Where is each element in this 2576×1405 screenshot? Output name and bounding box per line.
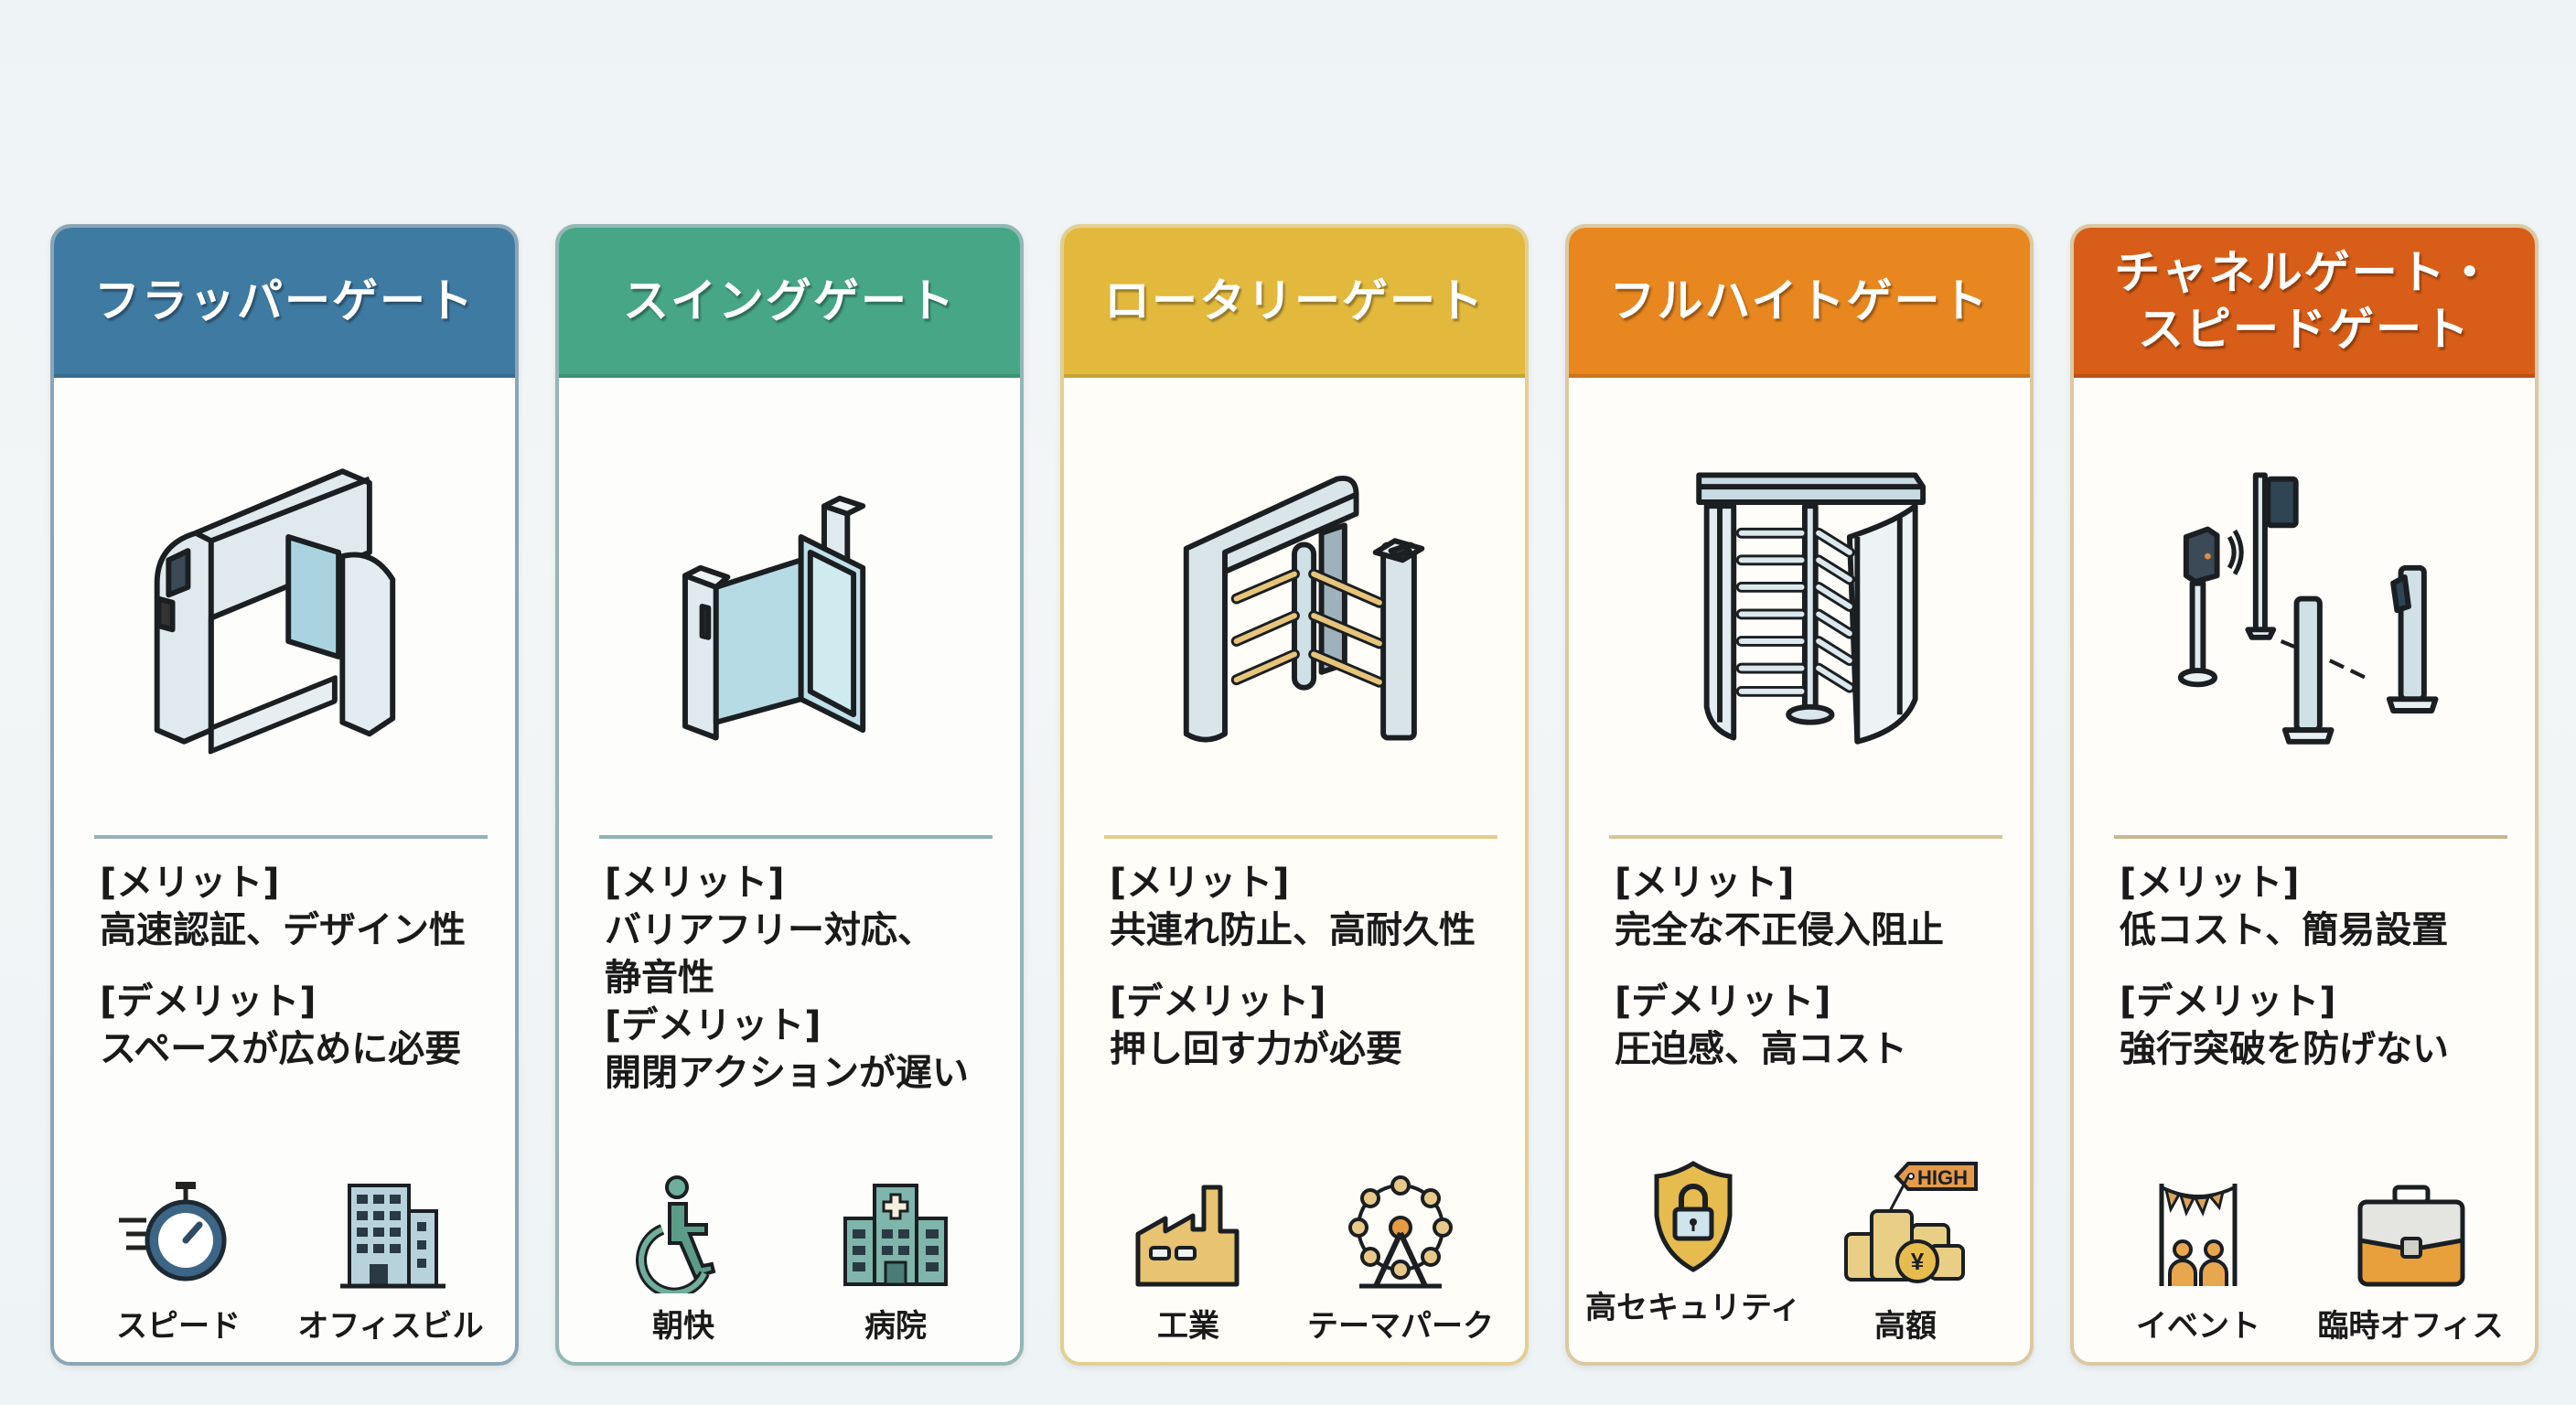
use-case-industrial: 工業 [1088,1174,1289,1346]
demerit-text: 圧迫感、高コスト [1615,1028,1907,1070]
use-case-icons: 高セキュリティ HIGH ¥ 高額 [1569,1156,2030,1346]
event-bunting-icon [2159,1184,2238,1286]
merit-text: 低コスト、簡易設置 [2120,909,2449,951]
pros-cons: [メリット] 高速認証、デザイン性 [デメリット] スペースが広めに必要 [54,839,515,1073]
swing-gate-illustration [559,378,1020,835]
divider [2114,835,2507,839]
factory-icon [1135,1185,1240,1287]
icon-label: 朝快 [652,1308,714,1345]
icon-label: 高額 [1874,1308,1937,1345]
use-case-event: イベント [2098,1174,2299,1346]
merit-text-line2: 静音性 [605,957,714,999]
demerit-label: [デメリット] [605,1004,821,1046]
merit-label: [メリット] [100,862,280,904]
card-title-line2: スピードゲート [2138,303,2471,356]
merit-label: [メリット] [1615,862,1795,904]
divider [1104,835,1497,839]
pros-cons: [メリット] 完全な不正侵入阻止 [デメリット] 圧迫感、高コスト [1569,839,2030,1073]
merit-label: [メリット] [1110,862,1290,904]
rotary-gate-illustration [1064,378,1525,835]
pros-cons: [メリット] バリアフリー対応、 静音性 [デメリット] 開閉アクションが遅い [559,839,1020,1097]
gate-comparison-cards: フラッパーゲート [メリット] 高速認証、デザイン性 [デメリット] [50,224,2538,1366]
ferris-wheel-icon [1348,1175,1453,1289]
icon-label: 臨時オフィス [2317,1308,2504,1345]
use-case-temporary-office: 臨時オフィス [2310,1174,2511,1346]
icon-label: 高セキュリティ [1585,1290,1801,1326]
icon-label: 病院 [864,1308,927,1345]
use-case-expensive: HIGH ¥ 高額 [1805,1156,2006,1346]
merit-text: 共連れ防止、高耐久性 [1110,909,1476,951]
merit-label: [メリット] [605,862,785,904]
pros-cons: [メリット] 共連れ防止、高耐久性 [デメリット] 押し回す力が必要 [1064,839,1525,1073]
card-title: フルハイトゲート [1569,228,2030,378]
merit-label: [メリット] [2120,862,2300,904]
use-case-icons: スピード オフィスビル [54,1174,515,1346]
demerit-text: スペースが広めに必要 [100,1028,462,1070]
use-case-office: オフィスビル [290,1174,491,1346]
card-channel-speed-gate: チャネルゲート・ スピードゲート [2070,224,2538,1366]
divider [1609,835,2002,839]
card-flapper-gate: フラッパーゲート [メリット] 高速認証、デザイン性 [デメリット] [50,224,519,1366]
demerit-text: 開閉アクションが遅い [605,1052,969,1094]
card-title-line1: チャネルゲート・ [2114,246,2495,299]
svg-text:HIGH: HIGH [1917,1166,1968,1189]
office-building-icon [340,1184,445,1289]
use-case-high-security: 高セキュリティ [1585,1156,1801,1346]
pros-cons: [メリット] 低コスト、簡易設置 [デメリット] 強行突破を防げない [2074,839,2535,1073]
channel-speed-gate-illustration [2074,378,2535,835]
icon-label: 工業 [1157,1308,1219,1345]
card-title: ロータリーゲート [1064,228,1525,378]
security-shield-lock-icon [1654,1161,1733,1272]
card-swing-gate: スイングゲート [メリット] バリアフリー対応、 静音性 [デメリット] [555,224,1024,1366]
divider [94,835,488,839]
svg-text:¥: ¥ [1911,1248,1925,1275]
demerit-text: 押し回す力が必要 [1110,1028,1402,1070]
merit-text: 完全な不正侵入阻止 [1615,909,1944,951]
demerit-label: [デメリット] [100,981,317,1023]
use-case-theme-park: テーマパーク [1300,1174,1501,1346]
demerit-label: [デメリット] [2120,981,2336,1023]
flapper-gate-illustration [54,378,515,835]
card-title: フラッパーゲート [54,228,515,378]
divider [599,835,993,839]
wheelchair-icon [636,1175,716,1293]
use-case-accessibility: 朝快 [583,1174,784,1346]
icon-label: スピード [116,1308,241,1345]
coins-high-price-icon: HIGH ¥ [1844,1162,1978,1283]
use-case-icons: 工業 テーマパーク [1064,1174,1525,1346]
card-full-height-gate: フルハイトゲート [1565,224,2034,1366]
merit-text-line1: バリアフリー対応、 [605,909,934,951]
demerit-text: 強行突破を防げない [2120,1028,2449,1070]
demerit-label: [デメリット] [1110,981,1326,1023]
card-rotary-gate: ロータリーゲート [1060,224,1529,1366]
use-case-icons: イベント 臨時オフィス [2074,1174,2535,1346]
stopwatch-icon [119,1182,227,1282]
use-case-icons: 朝快 病院 [559,1174,1020,1346]
hospital-icon [843,1184,948,1286]
icon-label: テーマパーク [1307,1308,1494,1345]
card-title: スイングゲート [559,228,1020,378]
use-case-speed: スピード [78,1174,279,1346]
card-title: チャネルゲート・ スピードゲート [2074,228,2535,378]
icon-label: オフィスビル [297,1308,484,1345]
icon-label: イベント [2136,1308,2260,1345]
demerit-label: [デメリット] [1615,981,1831,1023]
full-height-gate-illustration [1569,378,2030,835]
merit-text: 高速認証、デザイン性 [100,909,466,951]
use-case-hospital: 病院 [795,1174,996,1346]
briefcase-icon [2357,1185,2465,1287]
